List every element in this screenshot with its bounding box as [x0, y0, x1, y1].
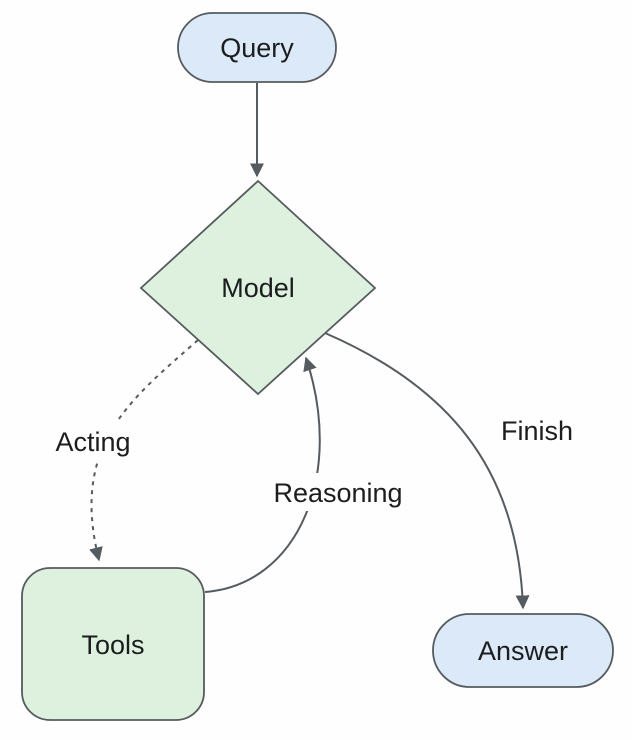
edge-tools-to-model — [204, 356, 321, 593]
edge-label-reasoning: Reasoning — [273, 478, 402, 508]
node-query: Query — [177, 12, 337, 83]
edge-label-bg-acting — [48, 422, 140, 460]
edge-label-bg-finish — [492, 412, 584, 450]
node-model-label: Model — [221, 273, 295, 303]
node-answer-shape — [432, 613, 614, 688]
edge-model-to-tools — [89, 339, 199, 562]
node-answer: Answer — [432, 613, 614, 688]
node-tools: Tools — [21, 567, 205, 721]
edge-model-to-answer — [324, 332, 530, 610]
node-model-shape — [139, 179, 377, 396]
edge-label-bg-reasoning — [258, 473, 418, 511]
node-query-label: Query — [220, 33, 294, 63]
node-tools-label: Tools — [81, 630, 144, 660]
edge-label-finish: Finish — [501, 416, 573, 446]
edge-label-acting: Acting — [55, 427, 130, 457]
node-query-shape — [177, 12, 337, 83]
node-tools-shape — [21, 567, 205, 721]
node-answer-label: Answer — [478, 636, 568, 666]
node-model: Model — [139, 179, 377, 396]
